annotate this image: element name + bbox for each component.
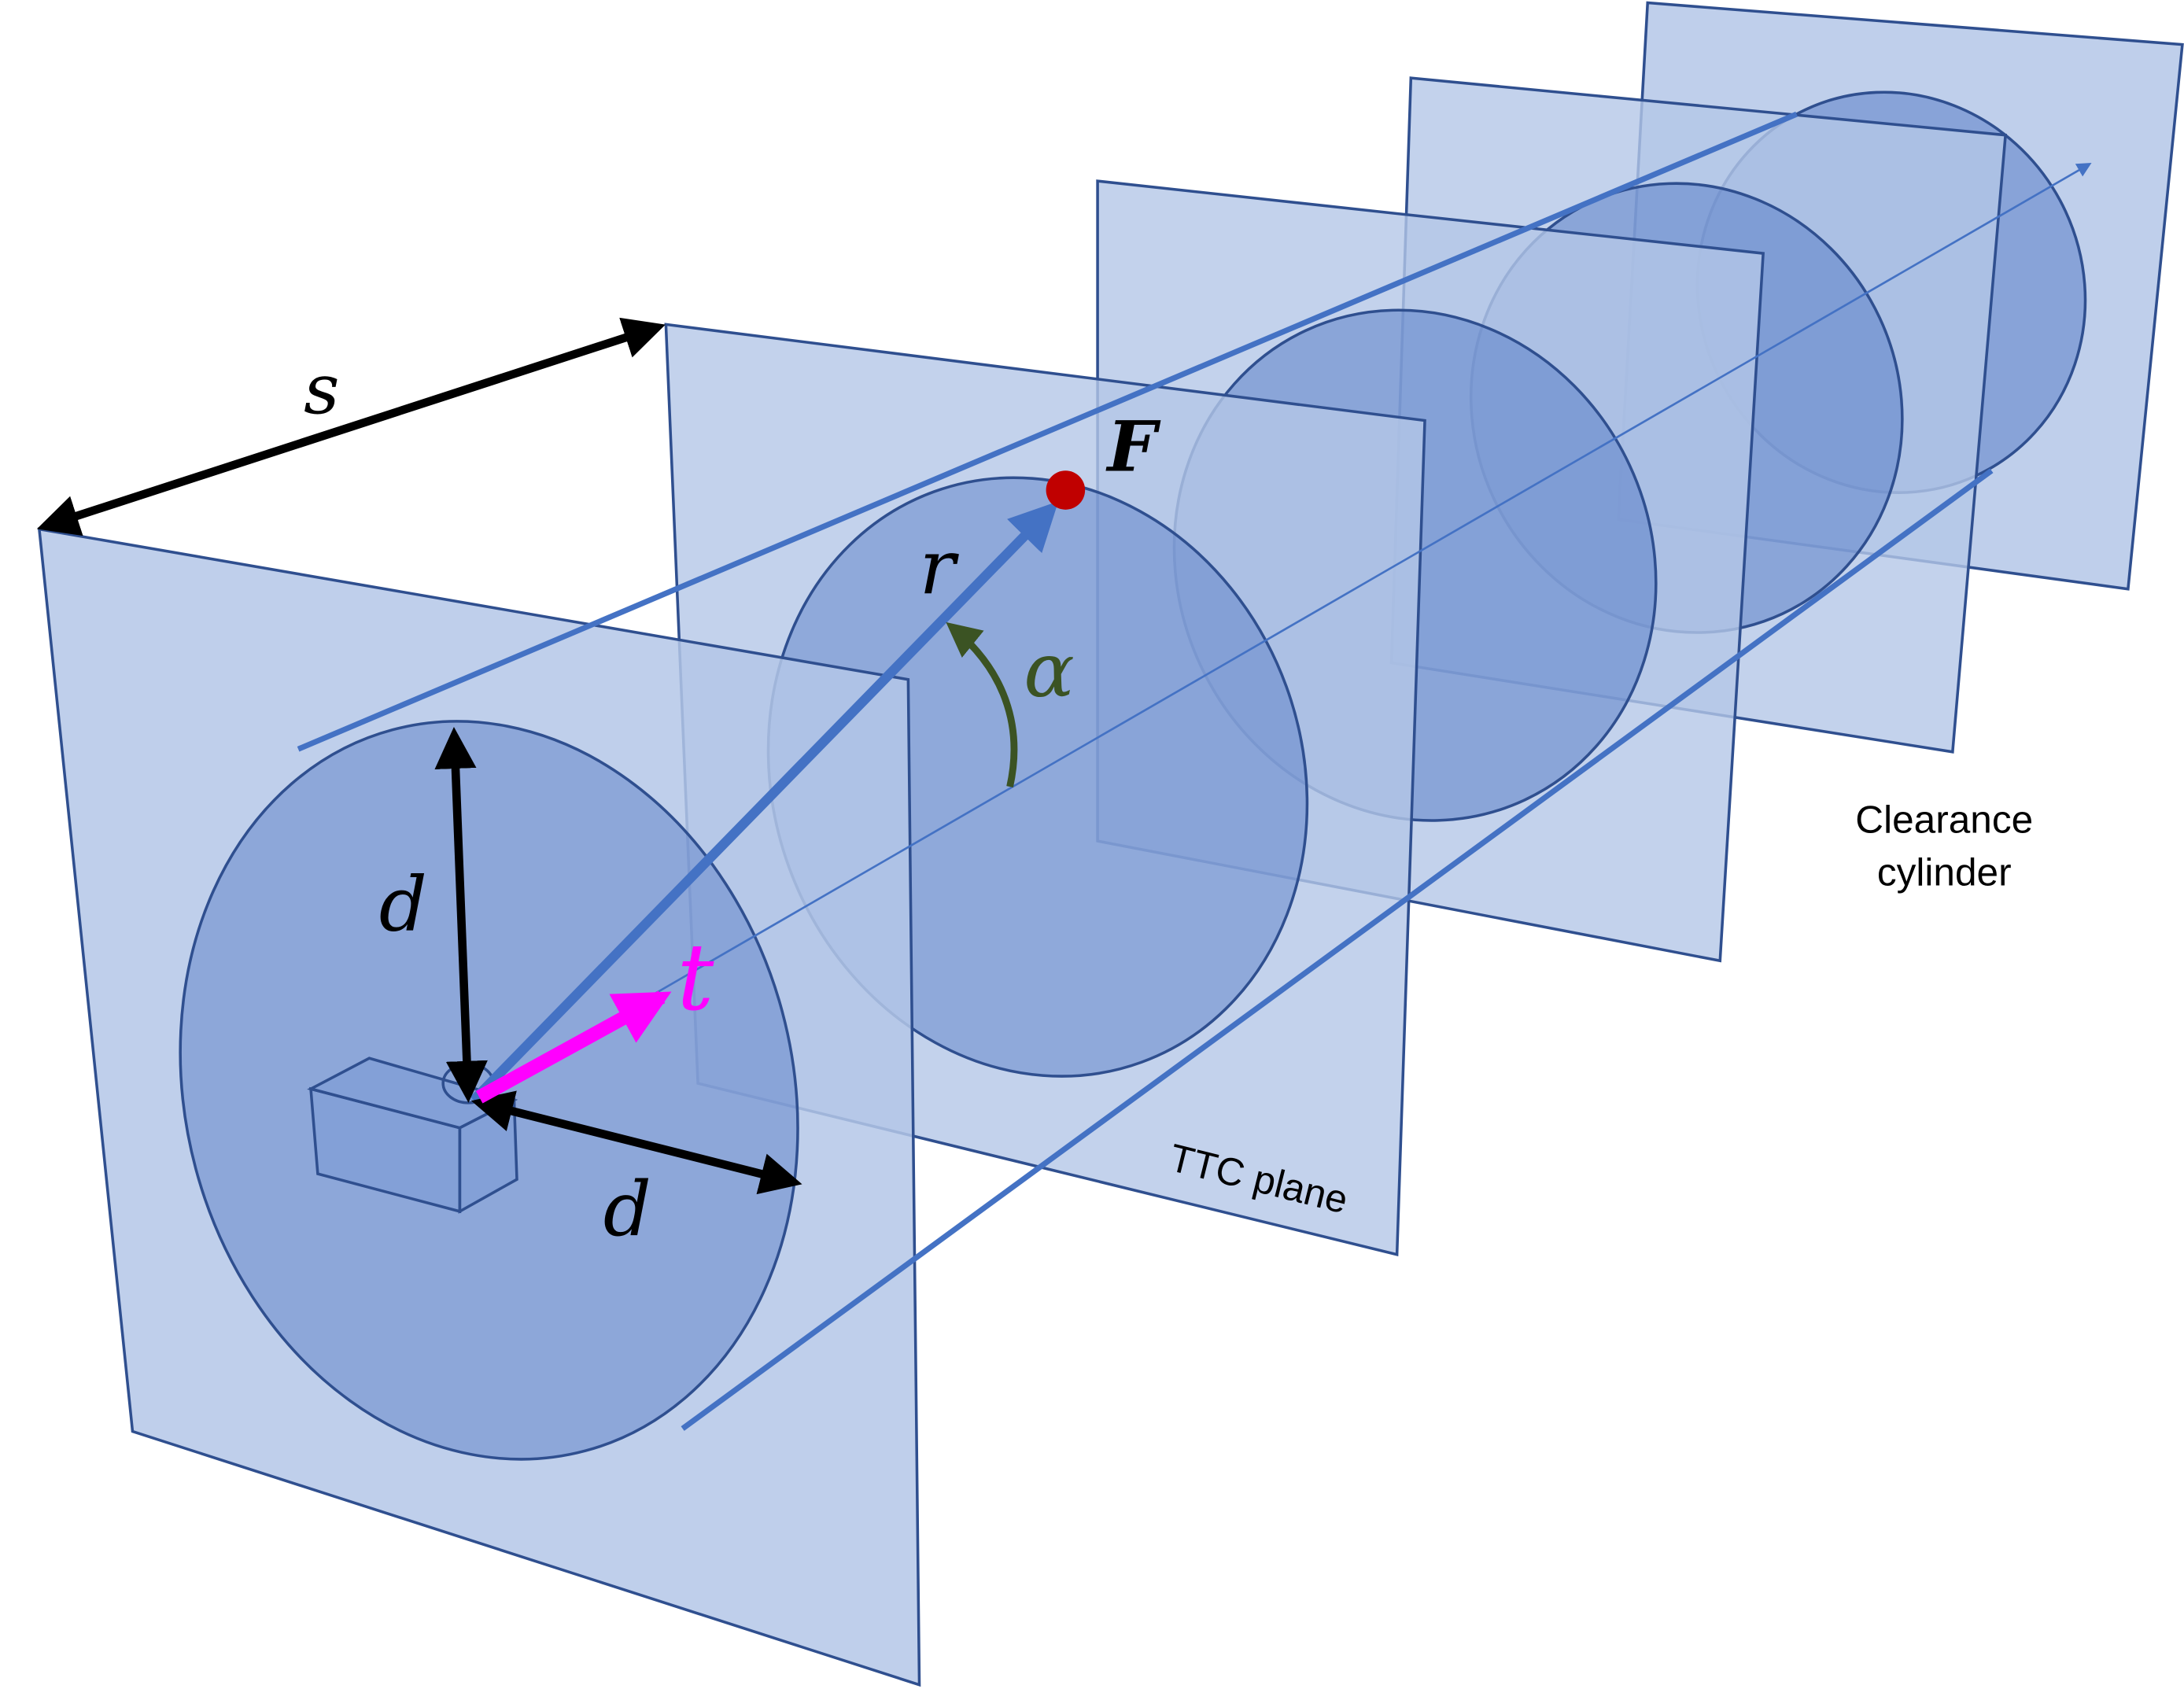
label-d-vertical: d — [379, 860, 427, 948]
label-t: t — [677, 924, 715, 1031]
alpha-arc — [946, 621, 1018, 788]
label-d-horizontal: d — [603, 1165, 651, 1253]
cylinder-axis — [470, 162, 2092, 1101]
d-vertical-arrow — [434, 726, 488, 1103]
label-s: s — [304, 349, 339, 430]
label-F: F — [1105, 405, 1160, 487]
point-F-marker — [1046, 470, 1086, 510]
label-clearance-line2: cylinder — [1877, 850, 2012, 894]
label-alpha: α — [1024, 626, 1075, 714]
label-clearance-line1: Clearance — [1855, 797, 2033, 841]
r-vector — [470, 501, 1059, 1104]
d-horizontal-arrow — [470, 1090, 802, 1195]
s-arrow — [36, 317, 666, 537]
cylinder-top-edge — [297, 111, 1798, 752]
cylinder-bottom-edge — [681, 468, 1994, 1431]
label-r: r — [920, 523, 960, 611]
t-vector — [475, 990, 672, 1104]
